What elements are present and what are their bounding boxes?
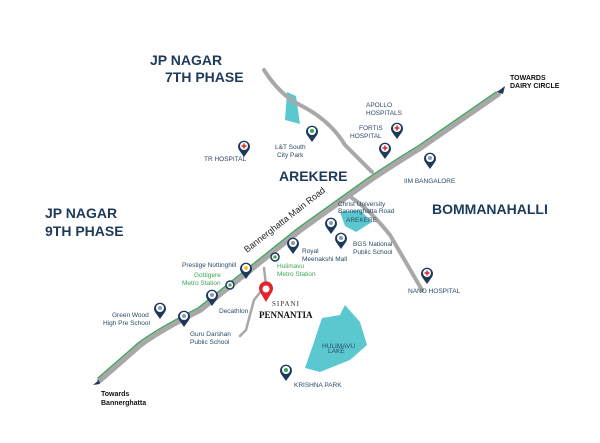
svg-text:Bannerghatta Road: Bannerghatta Road [338,208,395,215]
svg-text:AREKERE: AREKERE [346,217,378,224]
area-arekere: AREKERE [279,168,347,184]
bannerghatta-main-road [97,91,501,383]
towards-dairy-1: TOWARDS [510,75,546,82]
labels: TR HOSPITAL L&T South City Park APOLLO H… [103,102,461,389]
svg-text:TR HOSPITAL: TR HOSPITAL [204,156,247,163]
road-north [262,68,374,174]
pin-krishna-park-icon[interactable] [280,364,293,381]
area-jp7-2: 7TH PHASE [165,69,244,85]
project-name: PENNANTIA [259,310,313,320]
svg-text:Prestige Nottinghill: Prestige Nottinghill [182,262,237,269]
arekere-lake [340,210,372,232]
area-jp7-1: JP NAGAR [150,52,222,68]
pin-apollo-icon[interactable] [391,122,403,139]
area-bommanahalli: BOMMANAHALLI [432,201,548,217]
svg-text:Green Wood: Green Wood [112,312,149,319]
water-bodies [285,92,372,372]
svg-text:Decathlon: Decathlon [219,308,249,315]
area-jp9-2: 9TH PHASE [45,223,124,239]
svg-text:Guru Darshan: Guru Darshan [190,331,231,338]
metro-station-icon [225,280,235,290]
towards-bannerghatta-1: Towards [101,391,129,398]
svg-text:IIM BANGALORE: IIM BANGALORE [404,178,456,185]
towards-bannerghatta-2: Bannerghatta [101,400,146,407]
svg-text:Meenakshi Mall: Meenakshi Mall [302,256,348,263]
svg-text:Royal: Royal [302,248,319,255]
svg-text:HOSPITAL: HOSPITAL [350,133,382,140]
svg-text:KRISHNA PARK: KRISHNA PARK [294,382,342,389]
pin-nano-hospital-icon[interactable] [421,267,434,284]
road-project [238,266,268,338]
svg-text:Metro Station: Metro Station [277,271,316,278]
svg-text:Public School: Public School [190,339,230,346]
road-east [350,196,424,292]
pin-bgs-icon[interactable] [335,232,347,249]
pin-fortis-icon[interactable] [379,142,392,159]
metro-station-icon [270,252,280,262]
svg-text:BGS National: BGS National [353,241,393,248]
svg-text:Christ University: Christ University [338,201,386,208]
svg-text:L&T South: L&T South [275,144,306,151]
svg-text:City Park: City Park [277,152,304,159]
hulimavu-lake [305,305,367,372]
area-jp9-1: JP NAGAR [45,205,117,221]
svg-text:APOLLO: APOLLO [366,102,392,109]
pin-decathlon-icon[interactable] [206,289,218,306]
project-location-pin-icon[interactable] [259,281,273,302]
svg-text:Gottigere: Gottigere [194,272,221,279]
pin-christ-icon[interactable] [324,217,337,234]
svg-text:FORTIS: FORTIS [359,125,383,132]
project-brand: SIPANI [272,300,300,308]
pin-iim-icon[interactable] [424,152,436,169]
pin-greenwood-icon[interactable] [154,302,166,319]
pin-guru-darshan-icon[interactable] [178,310,191,327]
svg-text:Hulimavu: Hulimavu [277,263,304,270]
svg-text:NANO HOSPITAL: NANO HOSPITAL [408,288,461,295]
pin-tr-hospital-icon[interactable] [237,140,250,157]
pin-prestige-icon[interactable] [240,262,252,279]
svg-text:LAKE: LAKE [328,348,345,355]
svg-text:High Pre School: High Pre School [103,320,151,327]
towards-dairy-2: DAIRY CIRCLE [510,83,560,90]
svg-text:Metro Station: Metro Station [182,280,221,287]
svg-text:HOSPITALS: HOSPITALS [366,110,403,117]
svg-text:Public School: Public School [353,249,393,256]
pin-lt-park-icon[interactable] [306,125,318,142]
arrow-dairy-icon [497,86,505,94]
svg-text:HULIMAVU: HULIMAVU [322,343,355,350]
pin-royal-mall-icon[interactable] [287,237,299,254]
arrow-bannerghatta-icon [93,380,100,385]
